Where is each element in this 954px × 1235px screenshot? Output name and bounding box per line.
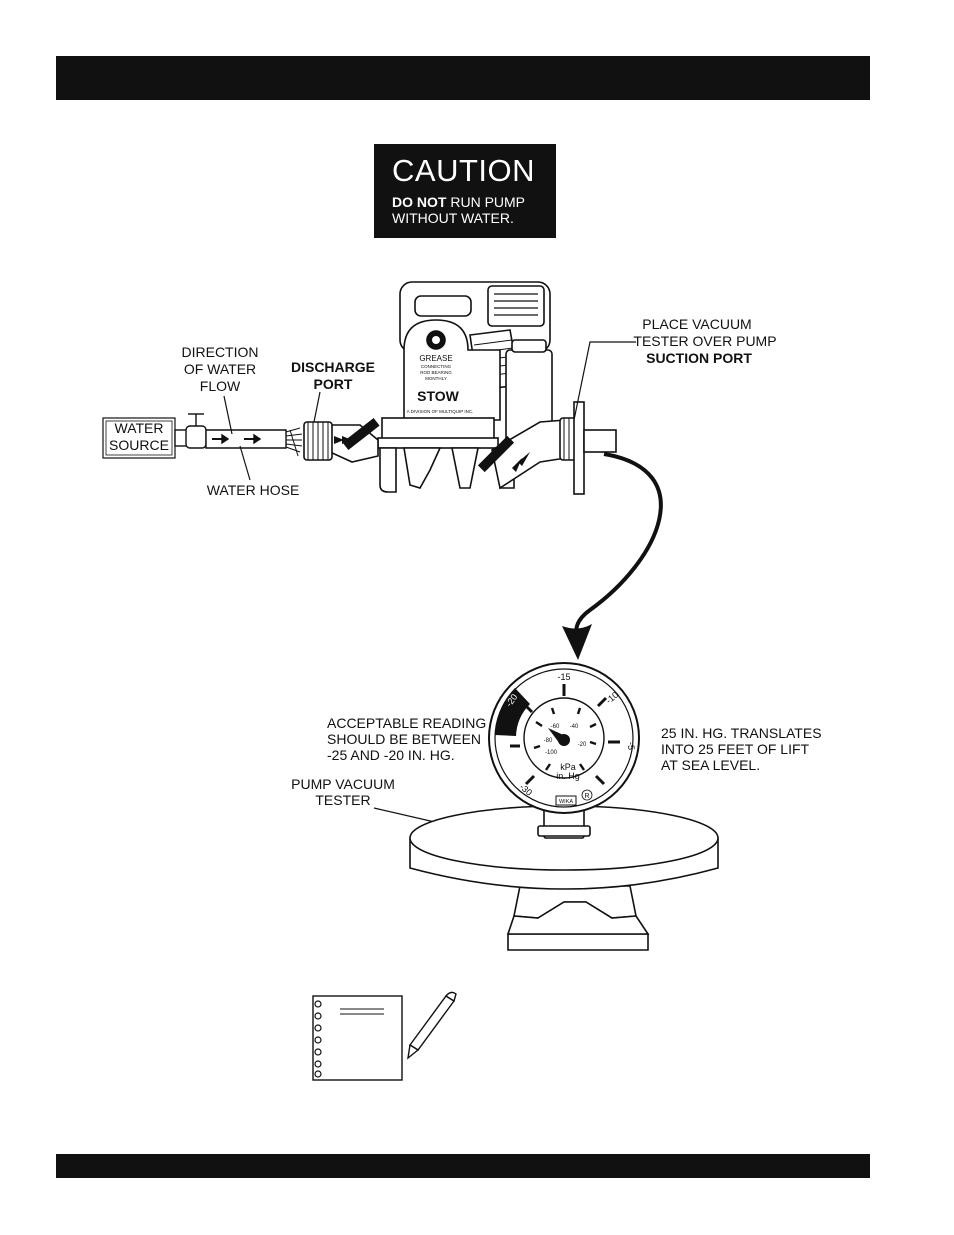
vacuum-hose xyxy=(574,452,663,641)
caution-run-pump: RUN PUMP xyxy=(446,194,526,210)
gauge-maker: WIKA xyxy=(559,799,573,805)
label-water-hose: WATER HOSE xyxy=(207,482,300,498)
caution-message: DO NOT RUN PUMP WITHOUT WATER. xyxy=(392,194,556,226)
water-source-box-inner xyxy=(105,420,173,456)
vacuum-hose-arrow-icon xyxy=(562,624,592,660)
pump-grease-sub1: CONNECTING xyxy=(421,364,452,369)
caution-do-not: DO NOT xyxy=(392,194,447,210)
pump-grease-label: GREASE xyxy=(419,354,452,363)
label-direction-2: OF WATER xyxy=(184,361,256,377)
caution-without-water: WITHOUT WATER. xyxy=(392,210,514,226)
discharge-port-threads xyxy=(307,422,329,460)
label-discharge-1: DISCHARGE xyxy=(291,359,375,375)
suction-tank-cap xyxy=(511,339,547,353)
gauge-inner-ring xyxy=(523,697,605,779)
pump-diaphragm-right xyxy=(451,447,479,489)
label-lift-3: AT SEA LEVEL. xyxy=(661,757,760,773)
gauge-unit-inhg: in. Hg xyxy=(556,771,580,781)
tester-stand xyxy=(409,805,719,951)
gauge-needle-hub xyxy=(558,734,570,746)
gauge-inner-minus80: -80 xyxy=(544,738,553,744)
hose-spray xyxy=(285,427,303,457)
pump-brand: STOW xyxy=(417,388,460,404)
label-place-3: SUCTION PORT xyxy=(646,350,752,366)
caution-sign: CAUTION DO NOT RUN PUMP WITHOUT WATER. xyxy=(374,144,556,238)
gauge-unit-kpa: kPa xyxy=(560,762,576,772)
water-hose xyxy=(205,429,287,449)
pump-grease-sub3: MONTHLY xyxy=(425,376,447,381)
discharge-clamp xyxy=(342,418,380,450)
suction-clamp xyxy=(477,435,515,473)
label-discharge-2: PORT xyxy=(314,376,353,392)
pump-base-frame xyxy=(377,437,499,449)
gauge-inner-minus100: -100 xyxy=(545,750,558,756)
engine-vent-slots xyxy=(494,293,538,316)
gauge-inner-minus40: -40 xyxy=(570,724,579,730)
pump-assembly xyxy=(303,281,617,495)
gauge-label-minus5: -5 xyxy=(626,742,636,750)
label-place-2: TESTER OVER PUMP xyxy=(633,333,776,349)
leader-direction xyxy=(223,395,233,435)
gauge-inner-minus60: -60 xyxy=(551,724,560,730)
label-acceptable-1: ACCEPTABLE READING xyxy=(327,715,486,731)
pump-grease-sub2: ROD BEARING xyxy=(420,370,452,375)
gauge-registered: R xyxy=(584,793,589,800)
leader-suction-port xyxy=(573,341,636,421)
footer-bar xyxy=(56,1154,870,1178)
engine-tank xyxy=(414,295,472,317)
flow-arrow-icon xyxy=(518,452,530,466)
pump-leg-left xyxy=(379,447,397,493)
pump-diaphragm-left xyxy=(403,447,442,489)
gauge-outer-ticks xyxy=(510,684,620,786)
flow-arrow-icon xyxy=(512,458,522,472)
label-place-1: PLACE VACUUM xyxy=(642,316,751,332)
label-acceptable-2: SHOULD BE BETWEEN xyxy=(327,731,481,747)
label-direction-1: DIRECTION xyxy=(182,344,259,360)
caution-title: CAUTION xyxy=(392,153,535,188)
water-faucet xyxy=(174,413,207,449)
gauge-maker-box xyxy=(555,795,577,806)
label-lift-2: INTO 25 FEET OF LIFT xyxy=(661,741,810,757)
label-direction-3: FLOW xyxy=(200,378,241,394)
flow-arrow-icon xyxy=(342,436,352,444)
leader-discharge xyxy=(313,391,321,423)
label-tester-2: TESTER xyxy=(315,792,370,808)
gauge-registered-mark xyxy=(581,789,593,801)
label-lift-1: 25 IN. HG. TRANSLATES xyxy=(661,725,822,741)
pencil-icon xyxy=(407,991,457,1060)
vacuum-tester-plate xyxy=(573,401,585,495)
header-bar xyxy=(56,56,870,100)
suction-pipe xyxy=(491,419,567,490)
gauge-label-minus15: -15 xyxy=(557,672,570,682)
label-water-source-2: SOURCE xyxy=(109,437,169,453)
gauge-inner-minus20: -20 xyxy=(578,742,587,748)
pump-division: A DIVISION OF MULTIQUIP INC. xyxy=(407,409,474,414)
vacuum-gauge: -15 -10 -5 -20 -25 -30 -60 -40 -20 -80 -… xyxy=(488,662,640,814)
gauge-acceptable-band xyxy=(495,688,530,736)
notebook-icon xyxy=(312,995,403,1081)
gauge-label-minus25: -25 xyxy=(496,737,506,750)
label-acceptable-3: -25 AND -20 IN. HG. xyxy=(327,747,455,763)
flow-arrows xyxy=(334,436,530,472)
flow-arrow-icon xyxy=(334,436,344,444)
leader-water-hose xyxy=(239,445,251,481)
gauge-inner-ticks xyxy=(533,707,597,771)
engine-vent-panel xyxy=(487,285,545,327)
pump-base-top xyxy=(381,417,495,441)
label-tester-1: PUMP VACUUM xyxy=(291,776,395,792)
vacuum-tester-fitting xyxy=(583,429,617,453)
label-water-source-1: WATER xyxy=(115,420,164,436)
